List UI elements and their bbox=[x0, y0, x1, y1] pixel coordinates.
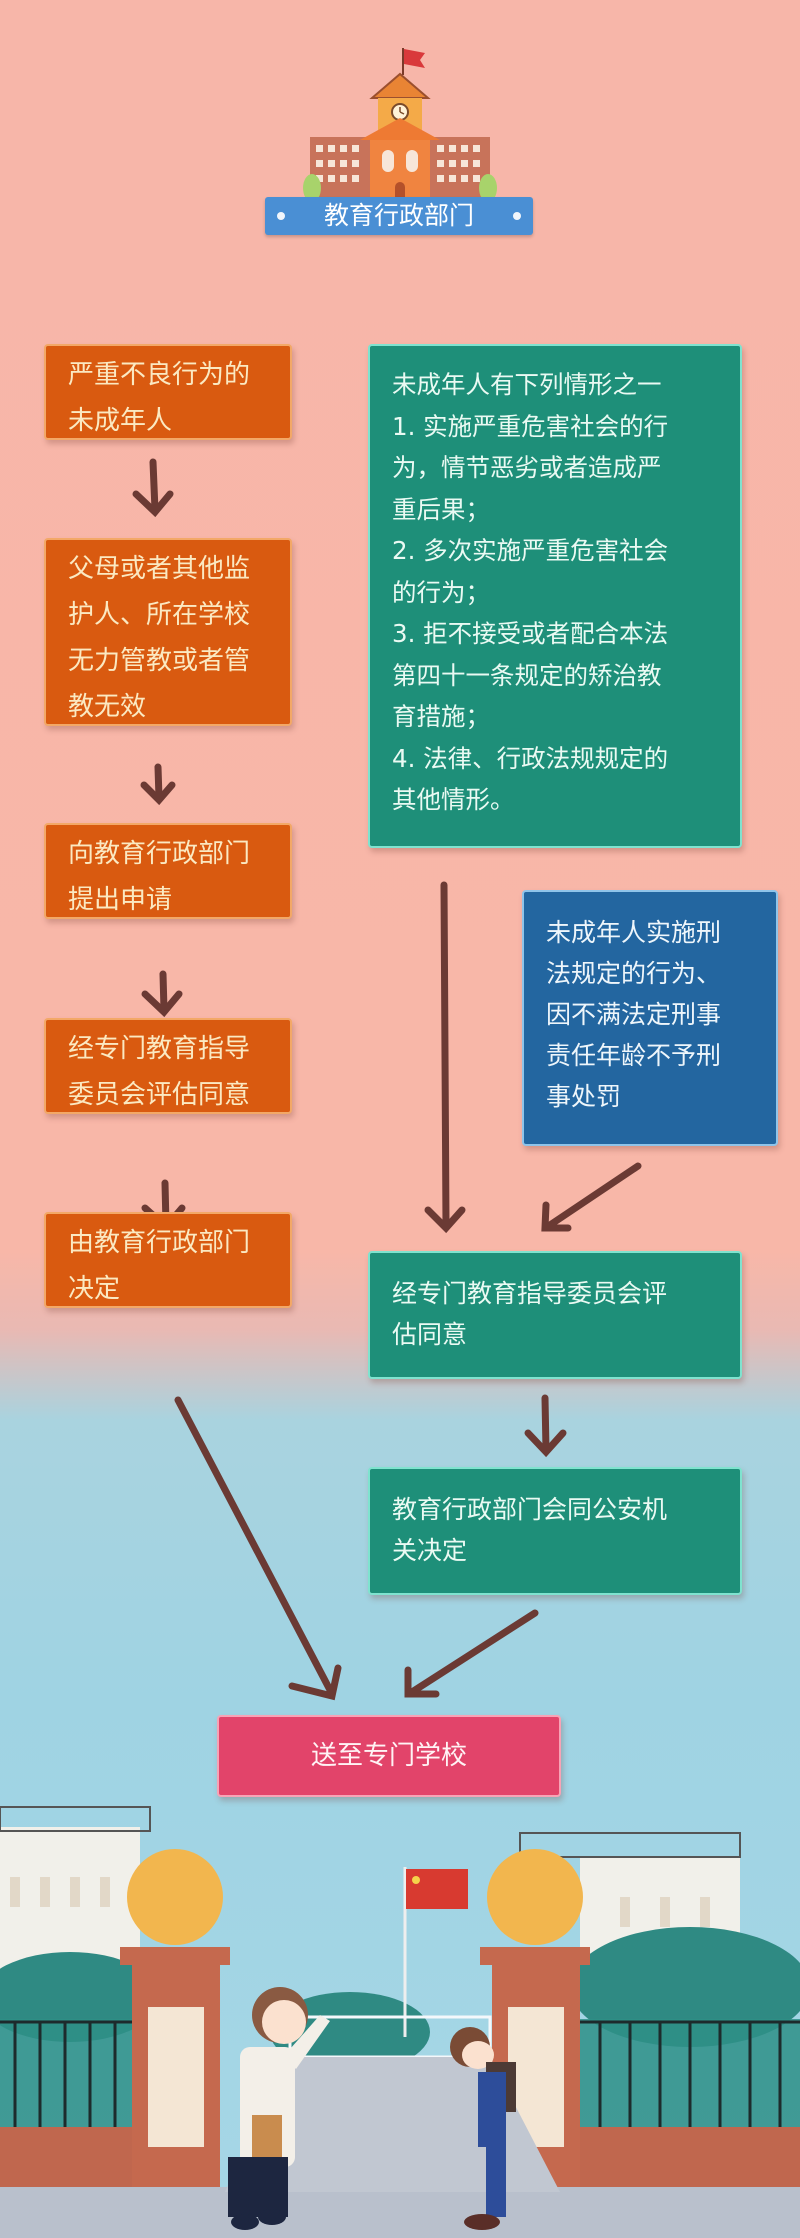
joint-police-decision: 教育行政部门会同公安机 关决定 bbox=[368, 1467, 742, 1595]
banner-dot-icon bbox=[277, 212, 285, 220]
school-building-icon bbox=[300, 40, 500, 205]
title-text: 教育行政部门 bbox=[323, 201, 474, 230]
banner-dot-icon bbox=[513, 212, 521, 220]
page-title: 教育行政部门 bbox=[265, 197, 533, 235]
step-education-dept-decision: 由教育行政部门 决定 bbox=[44, 1212, 292, 1308]
step-serious-misconduct: 严重不良行为的 未成年人 bbox=[44, 344, 292, 440]
school-gate-scene bbox=[0, 1797, 800, 2238]
conditions-list: 未成年人有下列情形之一 1. 实施严重危害社会的行 为，情节恶劣或者造成严 重后… bbox=[368, 344, 742, 848]
committee-assessment-right: 经专门教育指导委员会评 估同意 bbox=[368, 1251, 742, 1379]
step-committee-assessment: 经专门教育指导 委员会评估同意 bbox=[44, 1018, 292, 1114]
criminal-age-case: 未成年人实施刑 法规定的行为、 因不满法定刑事 责任年龄不予刑 事处罚 bbox=[522, 890, 778, 1146]
send-to-special-school: 送至专门学校 bbox=[217, 1715, 561, 1797]
step-guardian-ineffective: 父母或者其他监 护人、所在学校 无力管教或者管 教无效 bbox=[44, 538, 292, 726]
step-apply-to-education-dept: 向教育行政部门 提出申请 bbox=[44, 823, 292, 919]
